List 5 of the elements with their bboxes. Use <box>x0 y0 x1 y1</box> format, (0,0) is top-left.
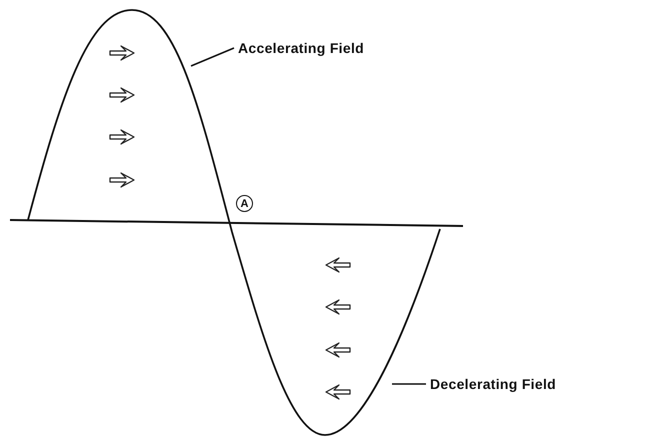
callout-letter: A <box>236 195 253 212</box>
leader-line <box>392 383 426 385</box>
field-label: Decelerating Field <box>430 375 556 393</box>
field-label: Accelerating Field <box>238 39 364 57</box>
leader-line <box>190 47 234 67</box>
